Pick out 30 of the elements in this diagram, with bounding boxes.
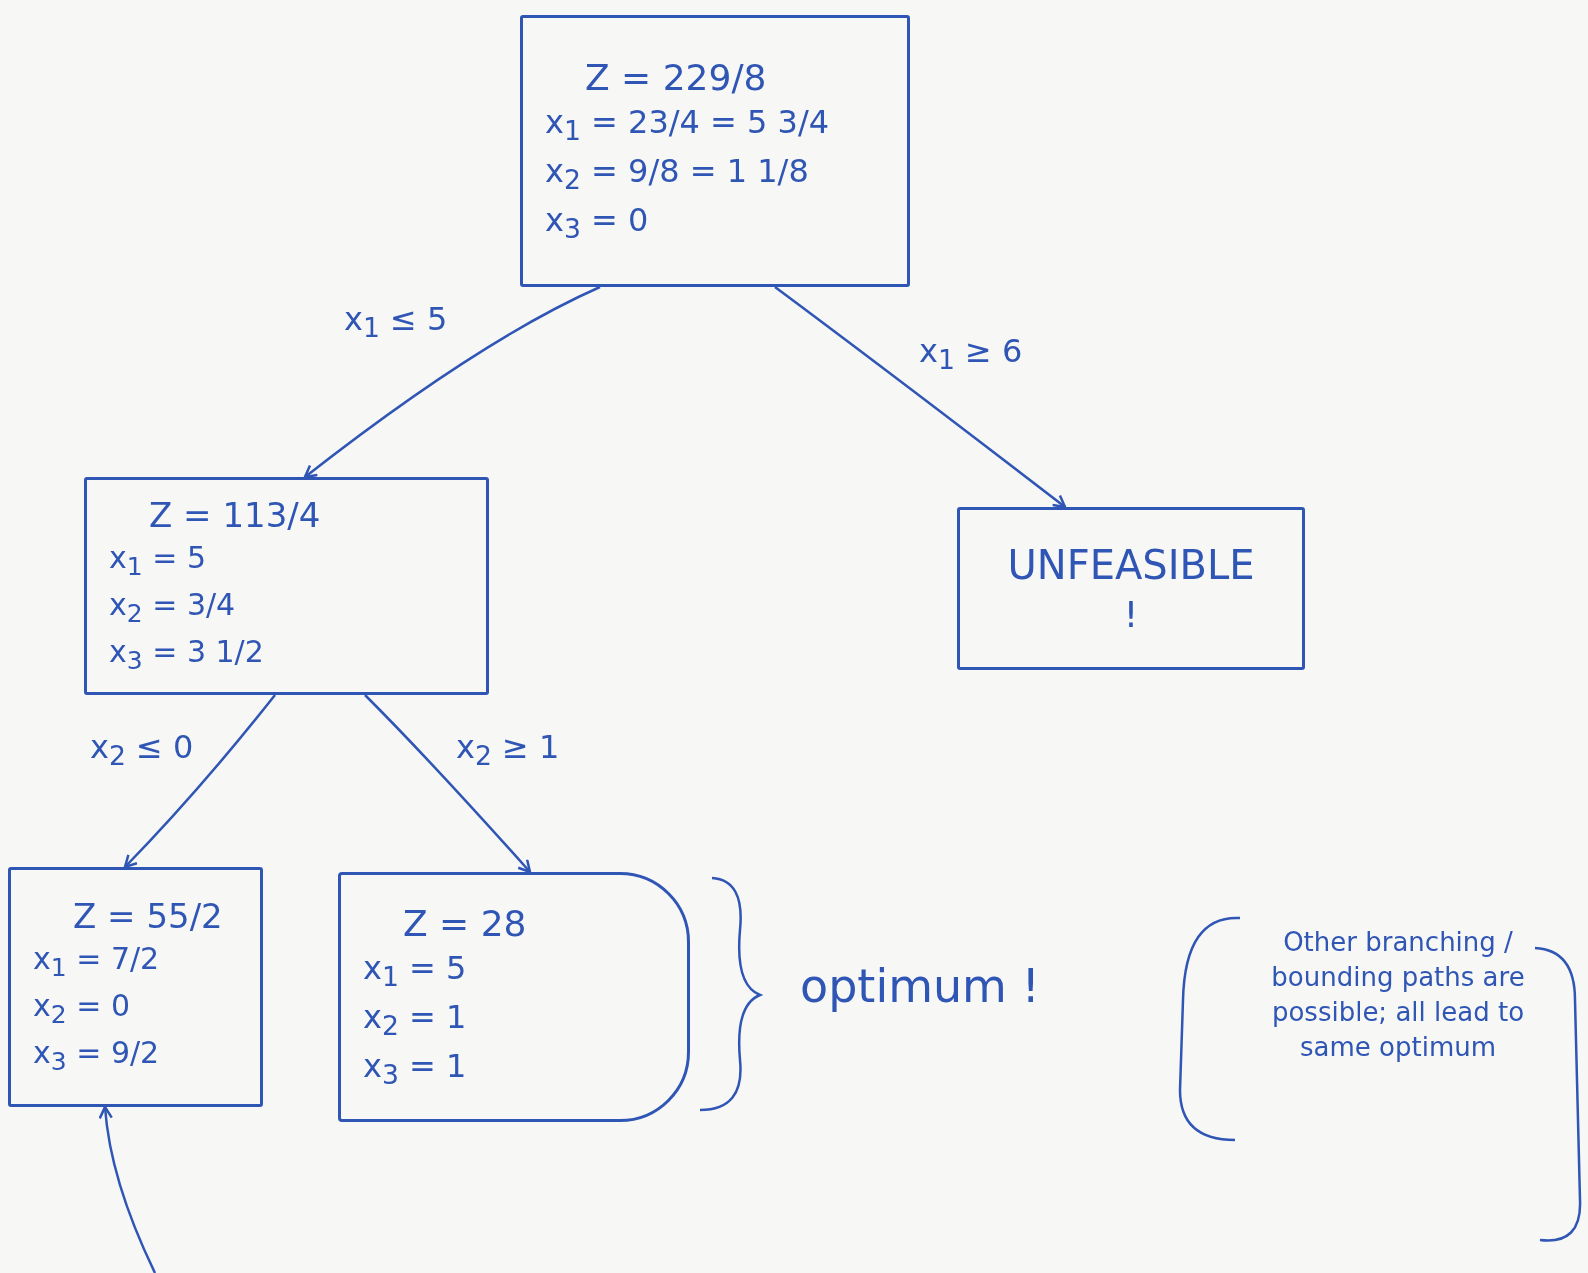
node-text: Z = 113/4 xyxy=(148,496,321,536)
note-text: Other branching / bounding paths are possible; all lead to same optimum xyxy=(1270,926,1526,1065)
node-text: x$_{1}$ = 23/4 = 5 3/4 xyxy=(545,104,830,148)
arrow xyxy=(98,1105,157,1273)
node-text: x$_{2}$ = 9/8 = 1 1/8 xyxy=(545,153,809,197)
result-box xyxy=(957,507,1305,670)
arrow xyxy=(303,285,601,479)
node-text: Z = 55/2 xyxy=(72,897,223,937)
result-box xyxy=(338,872,690,1122)
arrow xyxy=(364,694,532,874)
node-text: Z = 229/8 xyxy=(584,56,767,99)
note-text: optimum ! xyxy=(800,958,1041,1015)
node-text: x$_{1}$ = 5 xyxy=(109,541,206,583)
node-text: x$_{3}$ = 9/2 xyxy=(33,1035,160,1077)
node-text: UNFEASIBLE xyxy=(1007,541,1255,588)
node-text: x$_{3}$ = 1 xyxy=(363,1048,467,1092)
node-text: ! xyxy=(1123,593,1139,636)
node-text: x$_{3}$ = 0 xyxy=(545,202,649,246)
result-box xyxy=(8,867,263,1107)
node-text: x$_{2}$ = 0 xyxy=(33,989,130,1030)
result-box xyxy=(520,15,910,287)
node-text: x$_{2}$ = 1 xyxy=(363,999,467,1043)
arrow xyxy=(774,286,1067,509)
node-text: x$_{1}$ = 5 xyxy=(363,950,467,994)
arrow xyxy=(123,694,276,869)
node-text: x$_{2}$ = 3/4 xyxy=(109,588,236,629)
node-text: x$_{1}$ = 7/2 xyxy=(33,942,160,984)
node-text: Z = 28 xyxy=(402,902,527,945)
node-text: x$_{3}$ = 3 1/2 xyxy=(109,634,264,676)
result-box xyxy=(84,477,489,695)
